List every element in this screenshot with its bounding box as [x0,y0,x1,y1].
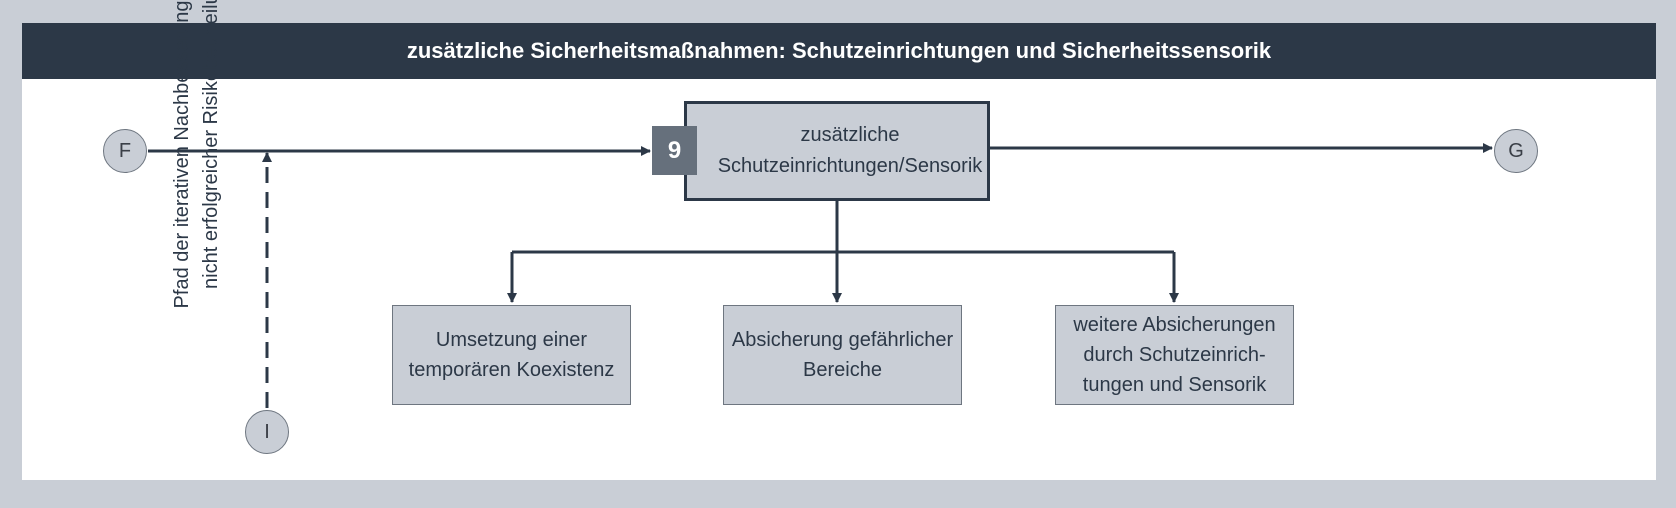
substep-label: weitere Absicherungen durch Schutzeinric… [1073,314,1276,396]
substep-label: Absicherung gefährlicher Bereiche [731,329,954,381]
substep-box-1: Umsetzung einer temporären Koexistenz [392,305,631,405]
node-iteration: I [245,410,289,454]
diagram-title: zusätzliche Sicherheitsmaßnahmen: Schutz… [22,23,1656,79]
substep-box-3: weitere Absicherungen durch Schutzeinric… [1055,305,1294,405]
step-number-badge: 9 [652,126,697,175]
node-start: F [103,129,147,173]
substep-label: Umsetzung einer temporären Koexistenz [408,329,615,381]
substep-box-2: Absicherung gefährlicher Bereiche [723,305,962,405]
iteration-path-label: Pfad der iterativen Nachbesserung nach n… [171,0,222,309]
main-step-box: zusätzliche Schutzeinrichtungen/Sensorik [684,101,990,201]
node-end: G [1494,129,1538,173]
main-step-label: zusätzliche Schutzeinrichtungen/Sensorik [717,124,983,177]
